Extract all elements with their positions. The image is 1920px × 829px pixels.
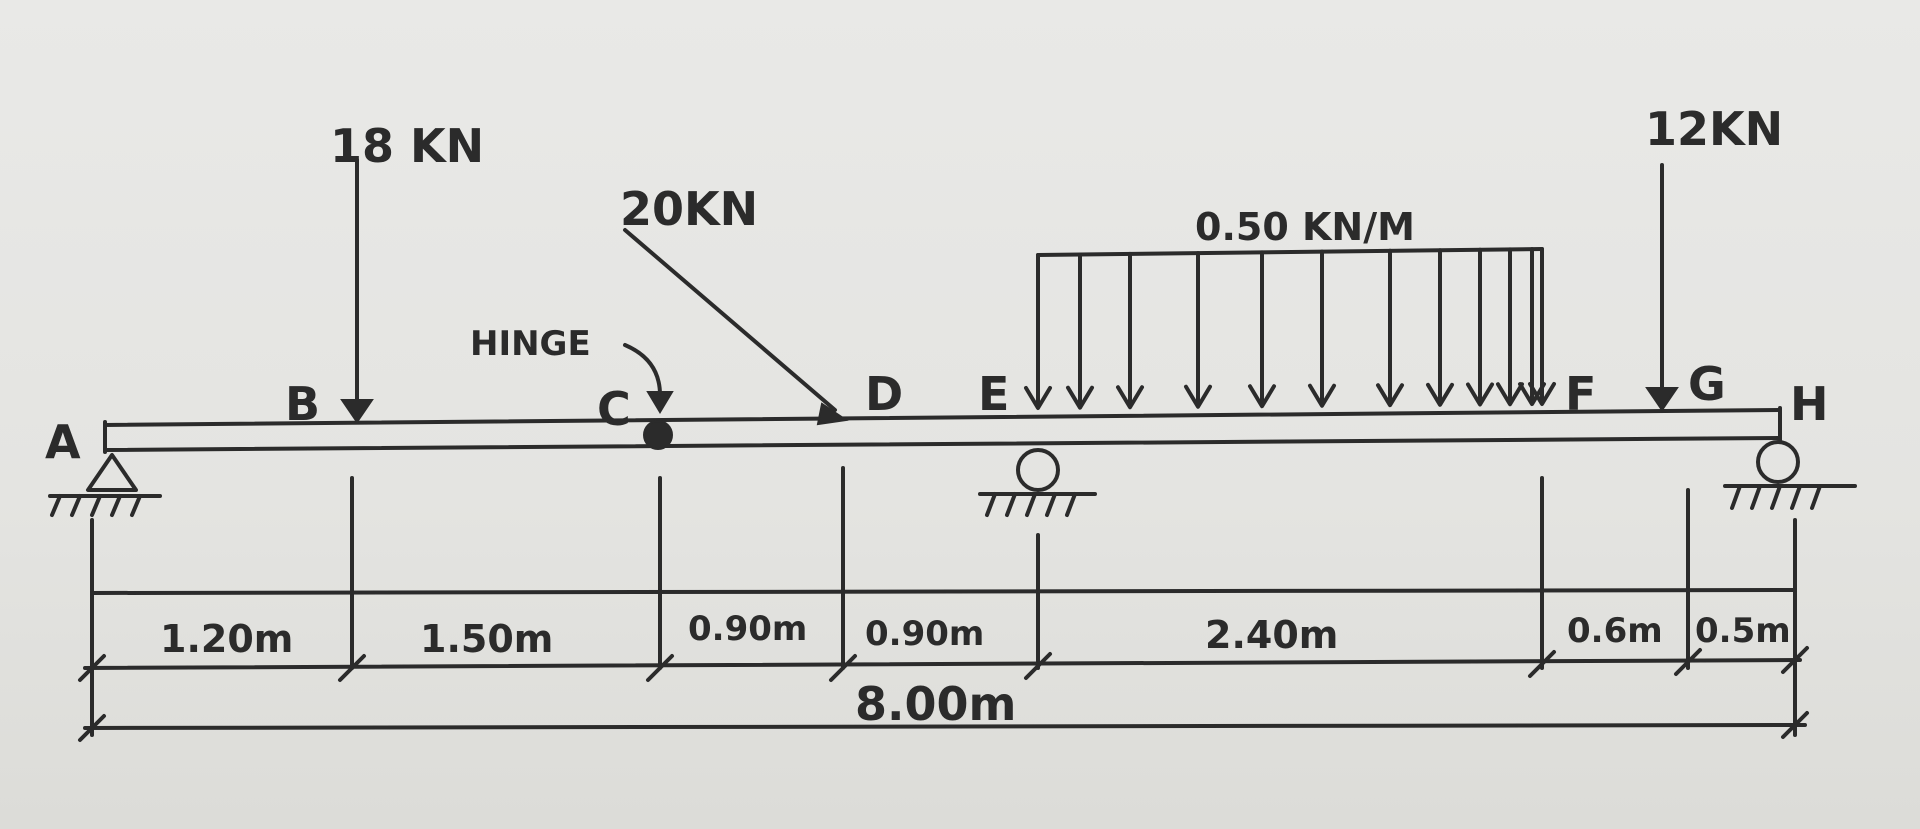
hinge-c xyxy=(623,343,674,450)
roller-support-h xyxy=(1723,440,1857,510)
dimension-extension-lines xyxy=(90,466,1797,737)
label-load-12kn: 12KN xyxy=(1645,102,1783,156)
label-point-h: H xyxy=(1790,377,1829,431)
roller-support-e xyxy=(978,448,1097,517)
udl-arrow-head xyxy=(1184,384,1212,409)
udl-arrow-head xyxy=(1466,382,1494,407)
dimension-ticks xyxy=(78,646,1809,742)
udl-arrow-head xyxy=(1024,386,1052,410)
label-point-d: D xyxy=(865,367,903,421)
pin-support-a xyxy=(48,453,162,517)
udl-arrow-head xyxy=(1528,382,1556,406)
udl-top-line xyxy=(1036,247,1544,257)
dim-ef: 2.40m xyxy=(1205,613,1338,657)
label-hinge: HINGE xyxy=(470,324,591,364)
label-udl: 0.50 KN/M xyxy=(1195,205,1415,249)
label-point-f: F xyxy=(1565,367,1596,421)
dim-total: 8.00m xyxy=(855,677,1016,731)
inclined-load-d xyxy=(623,228,849,426)
point-load-g xyxy=(1645,163,1679,412)
dim-cd: 0.90m xyxy=(688,609,807,649)
label-point-a: A xyxy=(45,415,81,469)
udl-arrow-head xyxy=(1496,382,1524,407)
dimension-lines xyxy=(83,588,1807,730)
label-point-c: C xyxy=(597,382,631,436)
dim-gh: 0.5m xyxy=(1695,611,1791,651)
label-point-b: B xyxy=(285,377,320,431)
dim-bc: 1.50m xyxy=(420,617,553,661)
label-load-20kn: 20KN xyxy=(620,182,758,236)
distributed-load-ef xyxy=(1024,247,1556,410)
dim-de: 0.90m xyxy=(865,614,984,654)
label-load-18kn: 18 KN xyxy=(330,119,484,173)
udl-arrow-head xyxy=(1376,383,1404,408)
point-load-b xyxy=(340,158,374,424)
udl-arrow-head xyxy=(1426,382,1454,407)
label-point-e: E xyxy=(978,367,1009,421)
udl-arrow-head xyxy=(1248,384,1276,409)
label-point-g: G xyxy=(1688,357,1726,411)
udl-arrow-head xyxy=(1116,385,1144,410)
udl-arrow-head xyxy=(1308,383,1336,408)
dim-fg: 0.6m xyxy=(1567,611,1663,651)
beam xyxy=(103,406,1782,454)
dim-ab: 1.20m xyxy=(160,617,293,661)
udl-arrow-head xyxy=(1066,385,1094,410)
